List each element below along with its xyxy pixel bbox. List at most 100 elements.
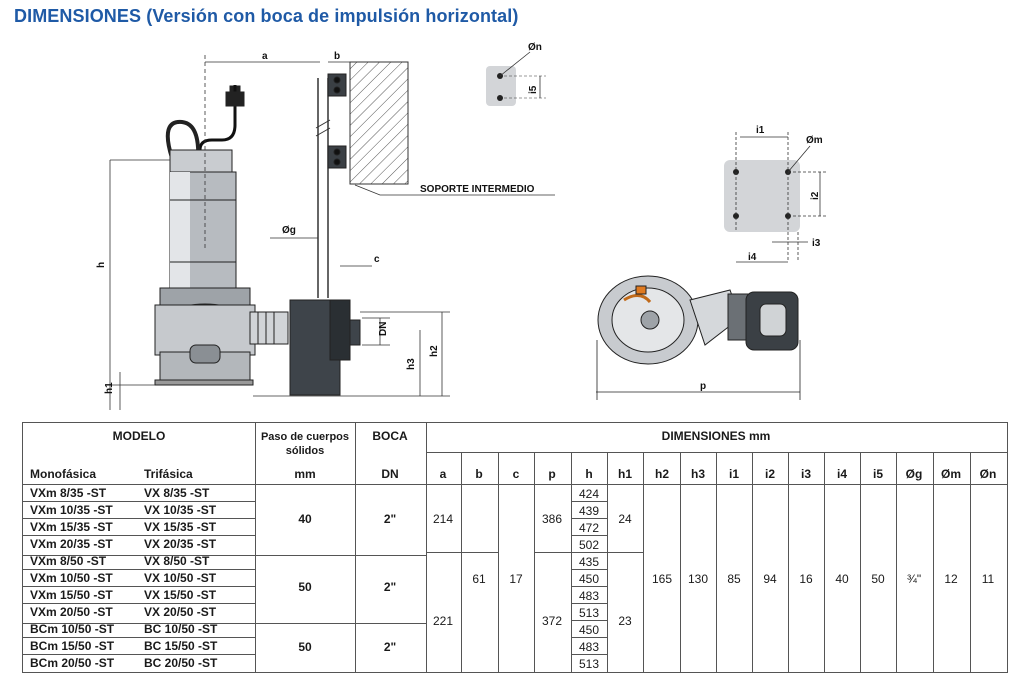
model-mono: VXm 15/35 -ST <box>30 520 113 534</box>
dimensions-table: MODELO Monofásica Trifásica Paso de cuer… <box>22 422 1008 674</box>
page-title: DIMENSIONES (Versión con boca de impulsi… <box>14 6 519 26</box>
dim-h2: 165 <box>651 571 673 586</box>
dim-h: 483 <box>578 639 600 654</box>
dimension-labels: a b h h1 Øg c DN h3 h2 SOPORTE INTERMEDI… <box>96 51 535 394</box>
paso-value: 50 <box>298 580 312 594</box>
pump-top-view <box>596 275 801 400</box>
label-h: h <box>96 262 107 268</box>
dimension-drawing: a b h h1 Øg c DN h3 h2 SOPORTE INTERMEDI… <box>96 42 826 410</box>
dim-col-header: h <box>585 467 593 481</box>
header-trifasica: Trifásica <box>144 467 193 481</box>
paso-value: 50 <box>298 639 312 654</box>
model-mono: VXm 8/35 -ST <box>30 486 107 500</box>
model-tri: VX 20/35 -ST <box>144 537 217 551</box>
dim-h: 502 <box>578 537 600 552</box>
dim-h: 439 <box>578 503 600 518</box>
dim-h3: 130 <box>687 571 709 586</box>
dim-h: 435 <box>578 554 600 569</box>
dim-i1: 85 <box>727 571 741 586</box>
boca-value: 2" <box>383 512 397 526</box>
label-p: p <box>700 381 706 392</box>
bracket-detail-n: Øn i5 <box>486 42 546 106</box>
pump-side-view <box>154 73 361 396</box>
label-dn: DN <box>378 322 389 336</box>
model-mono: VXm 15/50 -ST <box>30 588 113 602</box>
dim-a: 214 <box>432 512 454 526</box>
dim-i4: 40 <box>835 571 849 586</box>
model-mono: BCm 15/50 -ST <box>30 639 115 653</box>
header-monofasica: Monofásica <box>30 467 97 481</box>
label-i5: i5 <box>528 85 539 94</box>
dim-h: 513 <box>578 656 600 671</box>
dim-c: 17 <box>509 571 523 586</box>
dim-col-header: i5 <box>872 467 884 481</box>
model-mono: BCm 10/50 -ST <box>30 622 115 636</box>
header-modelo: MODELO <box>112 429 166 443</box>
dim-p: 386 <box>541 512 563 526</box>
label-i1: i1 <box>756 125 765 136</box>
model-tri: VX 10/35 -ST <box>144 503 217 517</box>
dim-col-header: h1 <box>617 467 633 481</box>
label-og: Øg <box>282 225 296 236</box>
model-tri: VX 15/50 -ST <box>144 588 217 602</box>
dim-col-header: b <box>475 467 483 481</box>
dim-b: 61 <box>472 571 486 586</box>
header-paso: Paso de cuerpos sólidos <box>260 431 350 457</box>
dim-a: 221 <box>432 614 454 628</box>
dim-col-header: h3 <box>690 467 706 481</box>
dim-h1: 23 <box>618 614 632 628</box>
dim-on: 11 <box>981 571 995 586</box>
dimension-lines <box>109 55 555 410</box>
model-tri: BC 10/50 -ST <box>144 622 218 636</box>
dim-h1: 24 <box>618 512 632 526</box>
header-paso-unit: mm <box>294 467 316 481</box>
model-mono: VXm 20/35 -ST <box>30 537 113 551</box>
model-mono: VXm 10/50 -ST <box>30 571 113 585</box>
header-boca: BOCA <box>372 429 408 443</box>
dim-col-header: Øm <box>940 467 962 481</box>
dim-h: 472 <box>578 520 600 535</box>
dim-col-header: i2 <box>764 467 776 481</box>
label-soporte-intermedio: SOPORTE INTERMEDIO <box>420 184 535 195</box>
model-mono: BCm 20/50 -ST <box>30 656 115 670</box>
model-tri: VX 8/50 -ST <box>144 554 210 568</box>
model-tri: BC 15/50 -ST <box>144 639 218 653</box>
dim-col-header: a <box>439 467 447 481</box>
dim-h: 513 <box>578 605 600 620</box>
model-tri: VX 20/50 -ST <box>144 605 217 619</box>
dim-col-header: i4 <box>836 467 848 481</box>
dim-col-header: c <box>512 467 520 481</box>
dim-col-header: Øg <box>905 467 923 481</box>
model-tri: BC 20/50 -ST <box>144 656 218 670</box>
label-om: Øm <box>806 135 823 146</box>
base-plate-detail: i1 Øm i2 i3 i4 <box>724 125 826 263</box>
dim-p: 372 <box>541 614 563 628</box>
label-i4: i4 <box>748 252 757 263</box>
dim-h: 483 <box>578 588 600 603</box>
dim-col-header: Øn <box>979 467 997 481</box>
dim-col-header: i1 <box>728 467 740 481</box>
model-tri: VX 10/50 -ST <box>144 571 217 585</box>
model-mono: VXm 8/50 -ST <box>30 554 107 568</box>
dim-om: 12 <box>944 571 958 586</box>
dim-h: 424 <box>578 486 600 501</box>
label-h2: h2 <box>429 345 440 357</box>
dim-h: 450 <box>578 622 600 637</box>
label-h3: h3 <box>406 358 417 370</box>
boca-value: 2" <box>383 639 397 654</box>
label-i3: i3 <box>812 238 821 249</box>
label-h1: h1 <box>104 382 115 394</box>
dim-col-header: h2 <box>654 467 670 481</box>
paso-value: 40 <box>298 512 312 526</box>
dim-col-header: p <box>548 467 556 481</box>
dim-i3: 16 <box>799 571 813 586</box>
label-i2: i2 <box>810 191 821 200</box>
boca-value: 2" <box>383 580 397 594</box>
dim-og: ¾" <box>906 571 922 586</box>
dim-h: 450 <box>578 571 600 586</box>
dim-i2: 94 <box>763 571 777 586</box>
label-c: c <box>374 254 380 265</box>
dim-i5: 50 <box>871 571 885 586</box>
wall-hatching <box>349 61 409 185</box>
label-on: Øn <box>528 42 542 53</box>
